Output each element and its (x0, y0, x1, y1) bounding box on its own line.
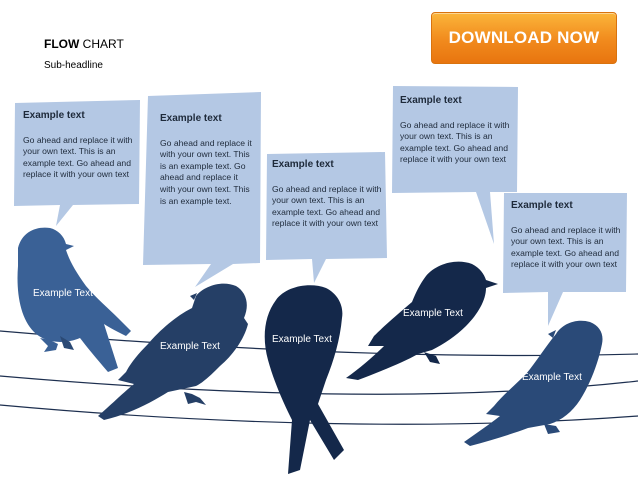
subtitle: Sub-headline (44, 60, 103, 71)
bird-4-label: Example Text (403, 308, 463, 319)
speech-bubbles (14, 86, 627, 326)
bubble-2 (143, 92, 261, 287)
bubble-4 (392, 86, 518, 244)
bubble-4-text: Example text Go ahead and replace it wit… (400, 95, 510, 166)
bird-2 (98, 283, 248, 420)
bird-1-label: Example Text (33, 288, 93, 299)
bird-1 (17, 227, 131, 372)
bubble-3-body: Go ahead and replace it with your own te… (272, 183, 382, 229)
bird-5 (464, 320, 603, 446)
bubble-1-body: Go ahead and replace it with your own te… (23, 134, 133, 180)
bird-3 (264, 285, 344, 474)
bubble-5 (503, 193, 627, 326)
bird-3-label: Example Text (272, 334, 332, 345)
bubble-3 (266, 152, 387, 283)
bird-2-label: Example Text (160, 341, 220, 352)
bubble-2-body: Go ahead and replace it with your own te… (160, 137, 252, 206)
bubble-5-body: Go ahead and replace it with your own te… (511, 224, 621, 270)
bubble-5-text: Example text Go ahead and replace it wit… (511, 200, 623, 271)
bubble-4-body: Go ahead and replace it with your own te… (400, 119, 510, 165)
bubble-2-text: Example text Go ahead and replace it wit… (160, 113, 252, 207)
page-title: FLOW CHART (44, 37, 124, 51)
title-bold: FLOW (44, 37, 80, 51)
bubble-1 (14, 100, 140, 226)
bubble-1-heading: Example text (23, 110, 85, 121)
bubble-4-heading: Example text (400, 95, 462, 106)
bird-4 (346, 261, 498, 380)
bubble-3-text: Example text Go ahead and replace it wit… (272, 159, 382, 230)
bird-5-label: Example Text (522, 372, 582, 383)
bubble-1-text: Example text Go ahead and replace it wit… (23, 110, 139, 181)
title-rest: CHART (79, 37, 124, 51)
bubble-2-heading: Example text (160, 113, 222, 124)
download-now-button[interactable]: DOWNLOAD NOW (431, 12, 617, 64)
bubble-5-heading: Example text (511, 200, 573, 211)
bubble-3-heading: Example text (272, 159, 334, 170)
